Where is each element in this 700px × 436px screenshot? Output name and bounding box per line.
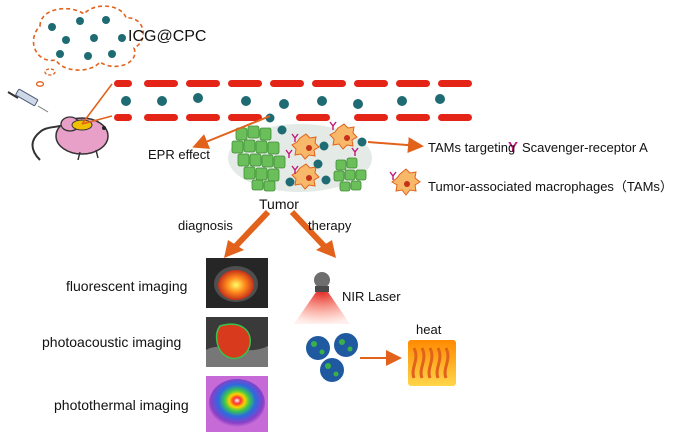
macrophage-legend-icon [389,168,421,196]
photothermal-image [206,376,268,432]
tumor-label: Tumor [259,196,299,212]
mouse-icon [31,116,109,161]
therapy-arrow-head [316,240,336,258]
heat-icon [408,340,456,386]
heat-label: heat [416,322,442,337]
laser-label: NIR Laser [342,289,401,304]
zoom-line-bottom [81,115,113,125]
therapy-arrow-shaft [289,209,329,251]
targeting-label: TAMs targeting [428,140,516,155]
diagnosis-arrow-shaft [231,209,271,251]
targeting-arrow [367,137,424,154]
receptor-label: Scavenger-receptor A [522,140,648,155]
therapy-label: therapy [308,218,352,233]
nir-laser [294,272,350,324]
nanoparticle-label: ICG@CPC [128,28,207,45]
tumor-region [228,113,372,192]
syringe-icon [7,88,49,113]
nanoparticle-cloud [32,5,145,87]
fluorescent-imaging-label: fluorescent imaging [66,278,188,294]
photoacoustic-imaging-label: photoacoustic imaging [42,334,182,350]
photothermal-imaging-label: photothermal imaging [54,397,189,413]
receptor-legend-icon: Y [508,139,518,156]
zoom-line-top [81,83,113,125]
epr-label: EPR effect [148,147,210,162]
epr-arrow [192,115,271,149]
blood-vessel [114,80,472,121]
photoacoustic-image [206,317,268,367]
tam-label: Tumor-associated macrophages（TAMs） [428,179,673,194]
fluorescent-image [206,258,268,308]
diagnosis-label: diagnosis [178,218,233,233]
diagnosis-arrow-head [224,240,244,258]
therapy-particles [306,333,358,382]
